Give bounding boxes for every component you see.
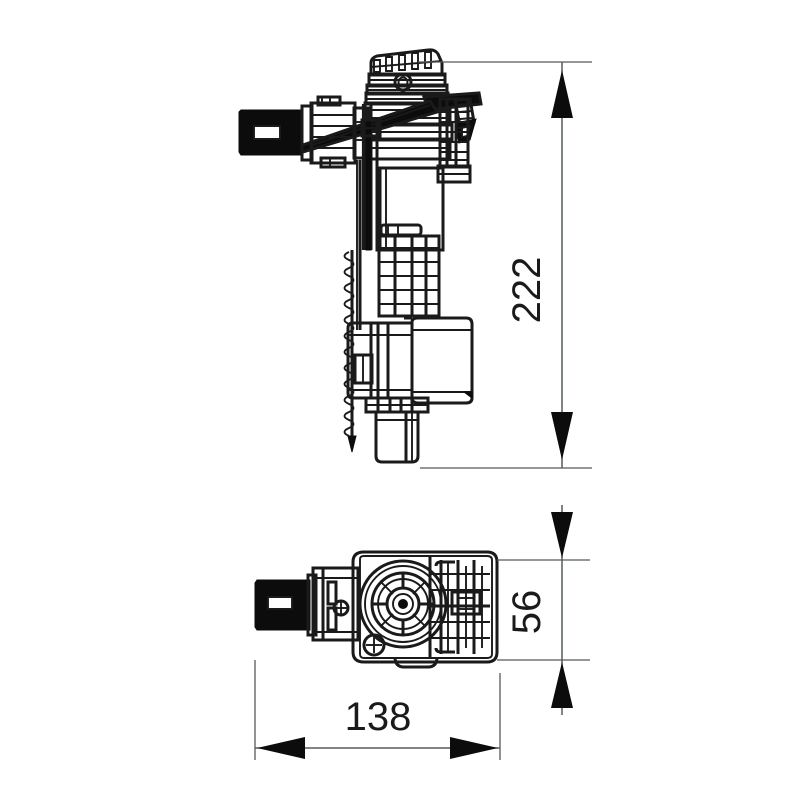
plan-inlet-nut (254, 573, 318, 637)
actuator-rod (356, 160, 362, 330)
elevation-view (238, 48, 483, 464)
width-dimension-label: 138 (345, 695, 412, 739)
height-dimension-label: 222 (505, 257, 549, 324)
height-arrow-top (551, 70, 573, 118)
plan-inlet-boss (311, 566, 360, 642)
width-arrow-right (450, 737, 498, 759)
depth-dimension-label: 56 (505, 590, 549, 635)
inlet-connector (238, 95, 370, 169)
valve-bonnet-group (364, 48, 450, 106)
coil-spring (343, 250, 357, 453)
valve-cap-circle (358, 559, 448, 649)
depth-arrow-bottom (551, 662, 573, 708)
plan-side-lug (362, 633, 386, 657)
depth-arrow-top (551, 512, 573, 558)
height-dimension: 222 (418, 61, 592, 469)
plan-internal-ribs (428, 556, 490, 658)
lower-body (377, 234, 441, 318)
shank-flange-assembly (346, 321, 430, 464)
depth-dimension: 56 (497, 505, 590, 715)
plan-view (254, 550, 499, 669)
plan-lower-tab (393, 656, 439, 669)
right-valve-housing (436, 97, 472, 184)
width-arrow-left (257, 737, 305, 759)
width-dimension: 138 (254, 660, 501, 760)
height-arrow-bottom (551, 412, 573, 460)
central-stem (360, 104, 382, 251)
diaphragm-chamber (404, 316, 474, 405)
